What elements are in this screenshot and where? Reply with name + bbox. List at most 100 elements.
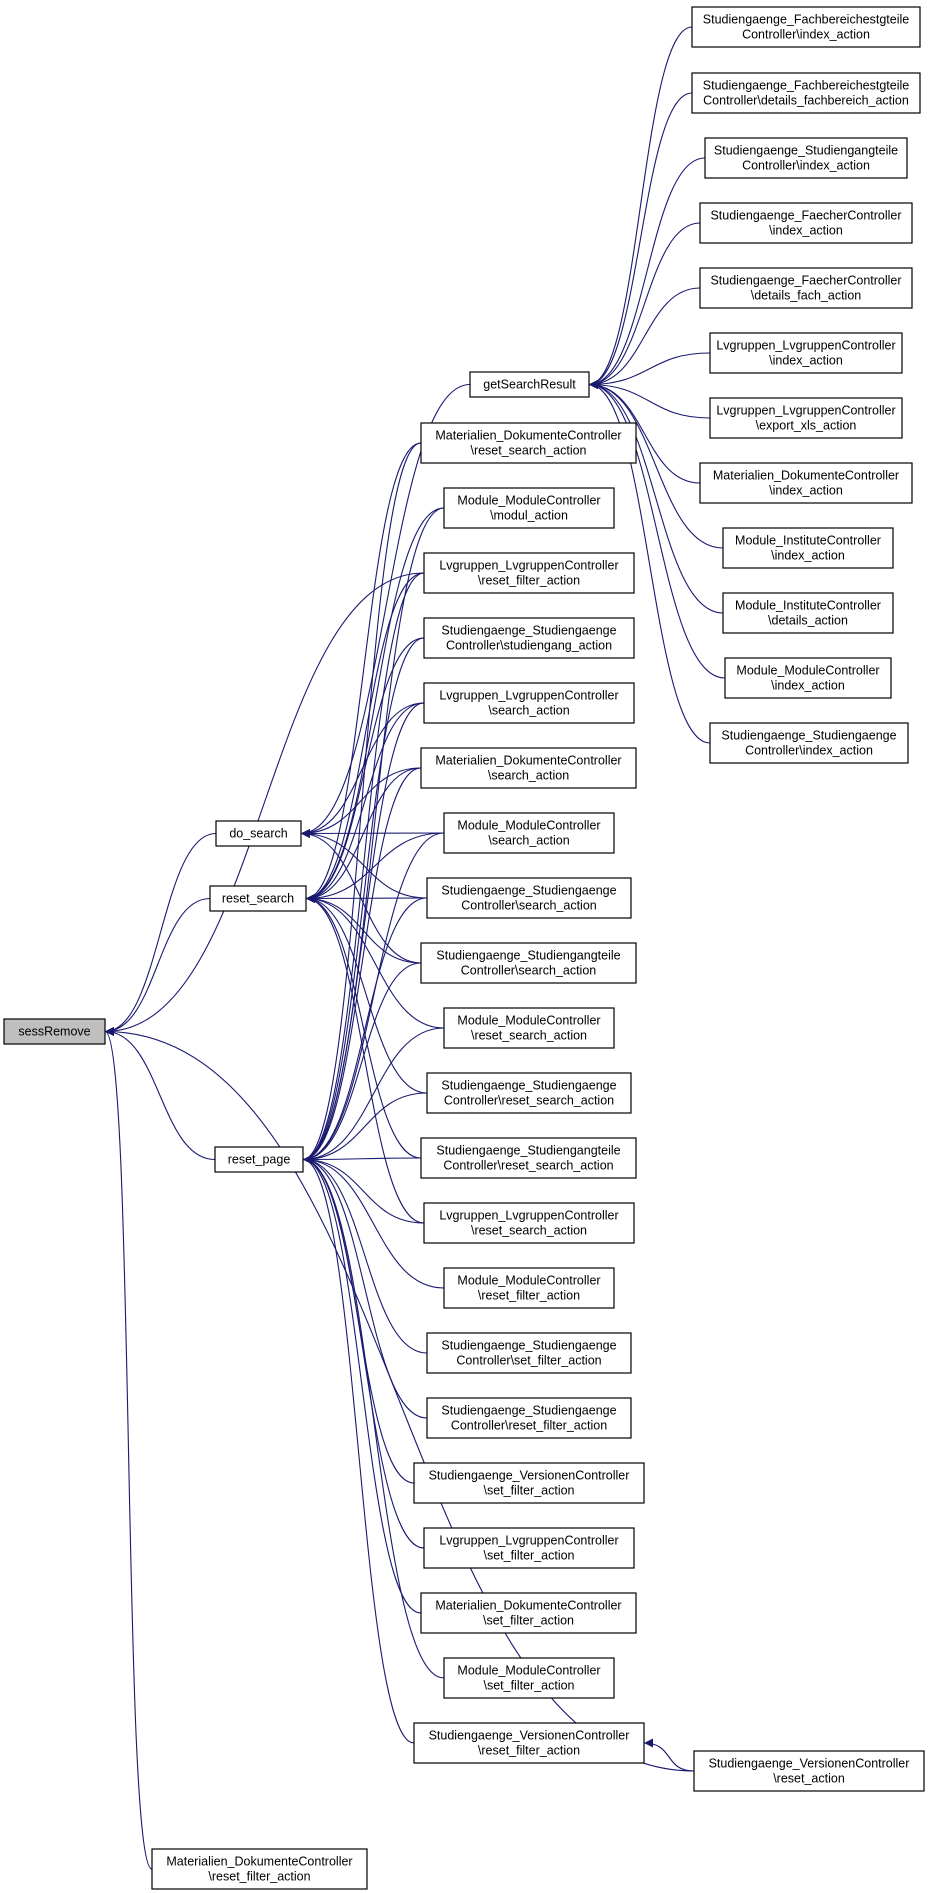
node-box [709,722,909,764]
node-lvg-set-filter[interactable]: Lvgruppen_LvgruppenController\set_filter… [423,1527,635,1569]
node-mod-set-filter[interactable]: Module_ModuleController\set_filter_actio… [443,1657,615,1699]
node-get-search-result[interactable]: getSearchResult [469,371,590,398]
edge-lvg-reset-filter-to-sess-remove [104,572,425,1036]
edge-mat-dok-reset-filter-to-sess-remove [104,1027,153,1870]
node-reset-search[interactable]: reset_search [209,885,307,912]
edge-lvg-search-to-reset-search [305,702,425,903]
node-reset-page[interactable]: reset_page [214,1146,304,1173]
node-lvg-reset-search[interactable]: Lvgruppen_LvgruppenController\reset_sear… [423,1202,635,1244]
node-mat-dok-index[interactable]: Materialien_DokumenteController\index_ac… [699,462,913,504]
node-stgt-index[interactable]: Studiengaenge_StudiengangteileController… [704,137,908,179]
node-label: \index_action [769,354,843,368]
node-label: Module_InstituteController [735,534,881,548]
node-mod-modul[interactable]: Module_ModuleController\modul_action [443,487,615,529]
node-mat-dok-set-filter[interactable]: Materialien_DokumenteController\set_filt… [420,1592,637,1634]
node-label: do_search [229,827,287,841]
edge-mat-dok-search-to-reset-search [305,767,422,903]
node-mod-index[interactable]: Module_ModuleController\index_action [724,657,892,699]
node-stg-studiengang[interactable]: Studiengaenge_StudiengaengeController\st… [423,617,635,659]
node-ver-set-filter[interactable]: Studiengaenge_VersionenController\set_fi… [413,1462,645,1504]
node-label: Studiengaenge_Studiengaenge [721,729,896,743]
node-do-search[interactable]: do_search [215,820,302,847]
node-box [443,1267,615,1309]
node-label: Controller\reset_filter_action [451,1419,607,1433]
node-label: \set_filter_action [483,1484,574,1498]
node-lvg-search[interactable]: Lvgruppen_LvgruppenController\search_act… [423,682,635,724]
node-label: Lvgruppen_LvgruppenController [439,1534,618,1548]
edge-mod-reset-filter-to-reset-page [302,1155,445,1289]
node-box [691,72,921,114]
edge-faecher-details-to-get-search-result [588,287,701,389]
node-label: Studiengaenge_Studiengaenge [441,1404,616,1418]
node-label: \reset_action [773,1772,845,1786]
edge-get-search-result-to-do-search [300,383,471,838]
node-mat-dok-search[interactable]: Materialien_DokumenteController\search_a… [420,747,637,789]
node-lvg-export[interactable]: Lvgruppen_LvgruppenController\export_xls… [709,397,903,439]
edge-stgt-reset-search-to-reset-search [305,894,422,1159]
node-label: \search_action [488,704,569,718]
node-box [443,1657,615,1699]
node-stg-search[interactable]: Studiengaenge_StudiengaengeController\se… [426,877,632,919]
node-mat-dok-reset-filter[interactable]: Materialien_DokumenteController\reset_fi… [151,1848,368,1890]
edge-reset-page-to-sess-remove [104,1027,216,1161]
node-faecher-details[interactable]: Studiengaenge_FaecherController\details_… [699,267,913,309]
edge-do-search-to-sess-remove [104,832,217,1036]
node-mat-dok-reset-search[interactable]: Materialien_DokumenteController\reset_se… [420,422,637,464]
node-box [214,1146,304,1173]
edge-lvg-set-filter-to-reset-page [302,1155,425,1549]
node-ver-reset[interactable]: Studiengaenge_VersionenController\reset_… [693,1750,925,1792]
node-label: \details_action [768,614,848,628]
node-box [423,682,635,724]
edge-ver-reset-to-ver-reset-filter [643,1738,695,1772]
node-box [151,1848,368,1890]
node-inst-index[interactable]: Module_InstituteController\index_action [722,527,894,569]
node-mod-search[interactable]: Module_ModuleController\search_action [443,812,615,854]
node-box [443,1007,615,1049]
node-box [443,812,615,854]
node-label: Studiengaenge_VersionenController [429,1469,630,1483]
edge-mat-dok-search-to-do-search [300,767,422,838]
node-label: Lvgruppen_LvgruppenController [439,1209,618,1223]
node-label: Studiengaenge_Studiengaenge [441,1079,616,1093]
edge-ver-reset-filter-to-reset-page [302,1155,415,1744]
edge-mat-dok-search-to-reset-page [302,767,422,1164]
node-stgt-reset-search[interactable]: Studiengaenge_StudiengangteileController… [420,1137,637,1179]
node-box [426,877,632,919]
node-label: \export_xls_action [756,419,857,433]
edge-inst-details-to-get-search-result [588,380,724,614]
node-box [426,1332,632,1374]
node-faecher-index[interactable]: Studiengaenge_FaecherController\index_ac… [699,202,913,244]
node-mod-reset-search[interactable]: Module_ModuleController\reset_search_act… [443,1007,615,1049]
node-label: \set_filter_action [483,1614,574,1628]
node-label: reset_search [222,892,294,906]
node-stg-index[interactable]: Studiengaenge_StudiengaengeController\in… [709,722,909,764]
edge-mat-dok-reset-search-to-reset-page [302,442,422,1164]
node-fb-details[interactable]: Studiengaenge_FachbereichestgteileContro… [691,72,921,114]
node-box [699,462,913,504]
node-box [426,1397,632,1439]
node-label: \index_action [771,679,845,693]
node-lvg-index[interactable]: Lvgruppen_LvgruppenController\index_acti… [709,332,903,374]
node-box [469,371,590,398]
node-box [215,820,302,847]
node-box [423,1527,635,1569]
node-mod-reset-filter[interactable]: Module_ModuleController\reset_filter_act… [443,1267,615,1309]
node-box [724,657,892,699]
node-box [699,267,913,309]
node-label: Studiengaenge_Studiengangteile [436,1144,620,1158]
node-box [413,1722,645,1764]
node-fb-index[interactable]: Studiengaenge_FachbereichestgteileContro… [691,6,921,48]
node-label: \index_action [771,549,845,563]
node-label: \reset_filter_action [478,1289,580,1303]
node-lvg-reset-filter[interactable]: Lvgruppen_LvgruppenController\reset_filt… [423,552,635,594]
node-label: \search_action [488,834,569,848]
node-inst-details[interactable]: Module_InstituteController\details_actio… [722,592,894,634]
node-ver-reset-filter[interactable]: Studiengaenge_VersionenController\reset_… [413,1722,645,1764]
edge-fb-index-to-get-search-result [588,26,693,389]
node-stgt-search[interactable]: Studiengaenge_StudiengangteileController… [420,942,637,984]
edge-fb-details-to-get-search-result [588,92,693,389]
node-stg-set-filter[interactable]: Studiengaenge_StudiengaengeController\se… [426,1332,632,1374]
node-sess-remove[interactable]: sessRemove [3,1018,106,1045]
node-stg-reset-search[interactable]: Studiengaenge_StudiengaengeController\re… [426,1072,632,1114]
node-stg-reset-filter[interactable]: Studiengaenge_StudiengaengeController\re… [426,1397,632,1439]
